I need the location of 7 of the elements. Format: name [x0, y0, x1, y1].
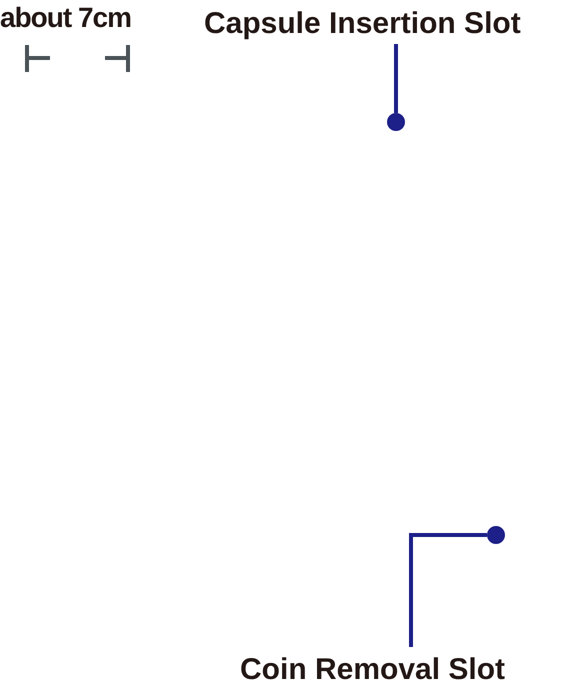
callout-label: Capsule Insertion Slot: [204, 7, 521, 41]
callout-label: Coin Removal Slot: [240, 653, 506, 684]
callout-dot: [387, 113, 405, 131]
callout-dot: [487, 526, 505, 544]
dimension-label: about 7cm: [0, 2, 132, 34]
leader-line: [409, 533, 487, 647]
leader-line: [394, 44, 398, 113]
